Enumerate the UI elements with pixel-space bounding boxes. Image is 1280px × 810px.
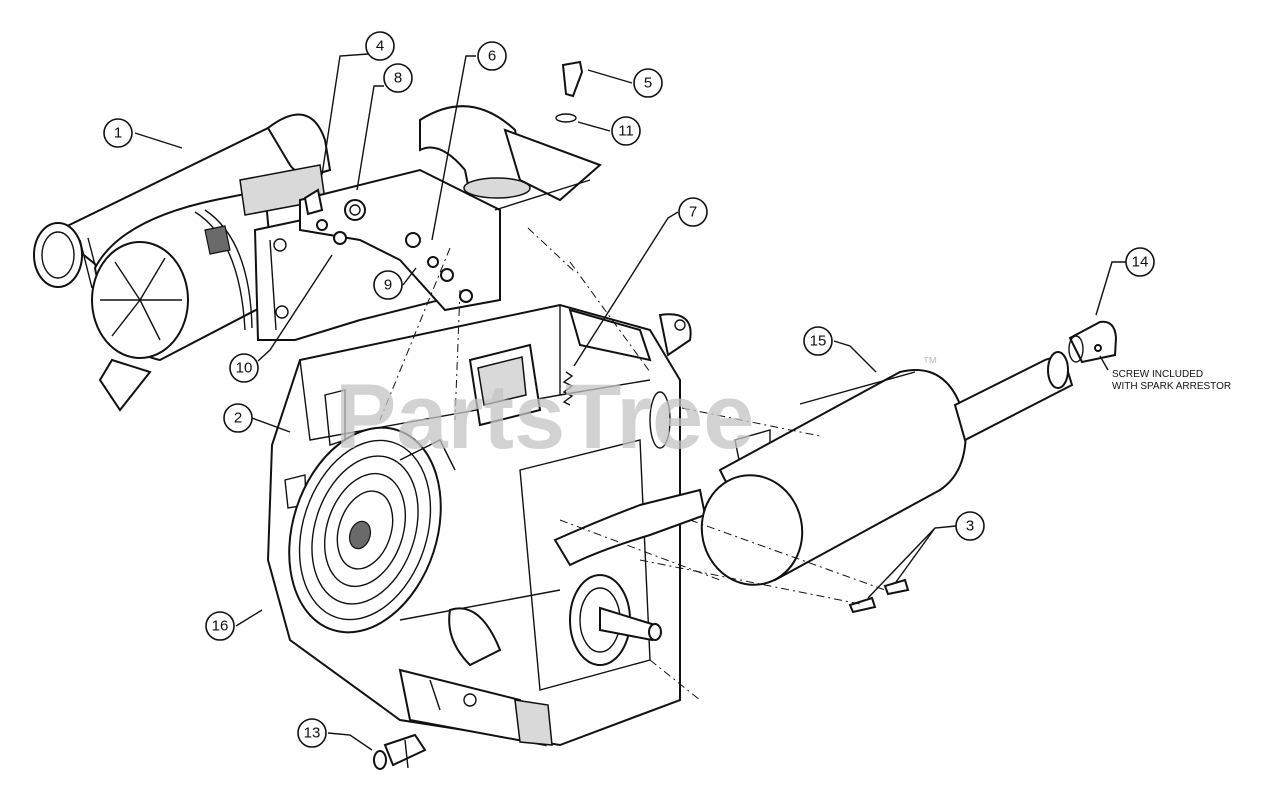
note-line-1: SCREW INCLUDED — [1112, 369, 1203, 380]
callout-10: 10 — [229, 353, 259, 383]
leader-lines — [134, 53, 1128, 751]
watermark-brand: PartsTree — [335, 366, 754, 468]
note-line-2: WITH SPARK ARRESTOR — [1112, 381, 1231, 392]
spark-arrestor — [1068, 320, 1118, 364]
callout-8: 8 — [383, 63, 413, 93]
flywheel-screen — [288, 426, 456, 634]
crankshaft — [569, 574, 662, 666]
svg-text:10: 10 — [236, 360, 253, 377]
svg-text:16: 16 — [212, 618, 229, 635]
svg-text:7: 7 — [689, 204, 697, 221]
muffler — [700, 351, 1074, 586]
callout-14: 14 — [1125, 247, 1155, 277]
bolt-5 — [561, 60, 584, 98]
intake-elbow — [419, 105, 602, 211]
svg-text:13: 13 — [304, 725, 321, 742]
svg-text:6: 6 — [488, 48, 496, 65]
callout-16: 16 — [205, 611, 235, 641]
svg-text:11: 11 — [618, 123, 634, 140]
callout-13: 13 — [297, 718, 327, 748]
washer-11 — [555, 113, 577, 123]
svg-text:8: 8 — [394, 70, 402, 87]
spring — [562, 371, 574, 406]
air-cleaner-canister — [91, 164, 326, 412]
air-intake-tube — [33, 113, 332, 289]
mounting-bracket — [253, 168, 501, 341]
callout-4: 4 — [365, 31, 395, 61]
callout-1: 1 — [103, 118, 133, 148]
callout-3: 3 — [955, 511, 985, 541]
callout-15: 15 — [803, 326, 833, 356]
svg-text:5: 5 — [644, 75, 652, 92]
callout-7: 7 — [678, 197, 708, 227]
assembly-lines — [379, 227, 886, 701]
fitting-13 — [373, 733, 427, 770]
svg-text:1: 1 — [114, 125, 122, 142]
svg-text:9: 9 — [384, 277, 392, 294]
svg-text:4: 4 — [376, 38, 384, 55]
callout-9: 9 — [373, 270, 403, 300]
callout-11: 11 — [611, 116, 641, 146]
callout-5: 5 — [633, 68, 663, 98]
svg-text:15: 15 — [810, 333, 827, 350]
muffler-bolts — [848, 578, 910, 614]
watermark-trademark: ™ — [922, 355, 938, 372]
svg-text:3: 3 — [966, 518, 974, 535]
callout-6: 6 — [477, 41, 507, 71]
callout-2: 2 — [223, 403, 253, 433]
svg-text:2: 2 — [234, 410, 242, 427]
svg-text:14: 14 — [1132, 254, 1149, 271]
